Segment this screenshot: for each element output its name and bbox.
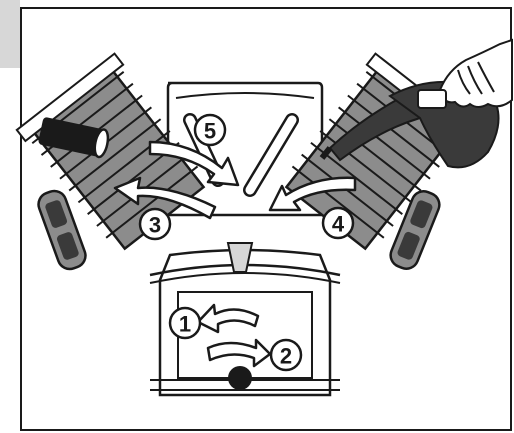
step-label-5: 5 [204,119,216,144]
step-label-1: 1 [179,312,191,337]
step-marker-3: 3 [140,209,170,239]
step-label-4: 4 [332,212,345,237]
step-marker-1: 1 [170,308,200,338]
hand-pouring-icon [418,40,512,108]
step-label-3: 3 [149,213,161,238]
step-label-2: 2 [280,344,292,369]
step-marker-4: 4 [323,208,353,238]
step-marker-5: 5 [195,115,225,145]
step-marker-2: 2 [271,340,301,370]
